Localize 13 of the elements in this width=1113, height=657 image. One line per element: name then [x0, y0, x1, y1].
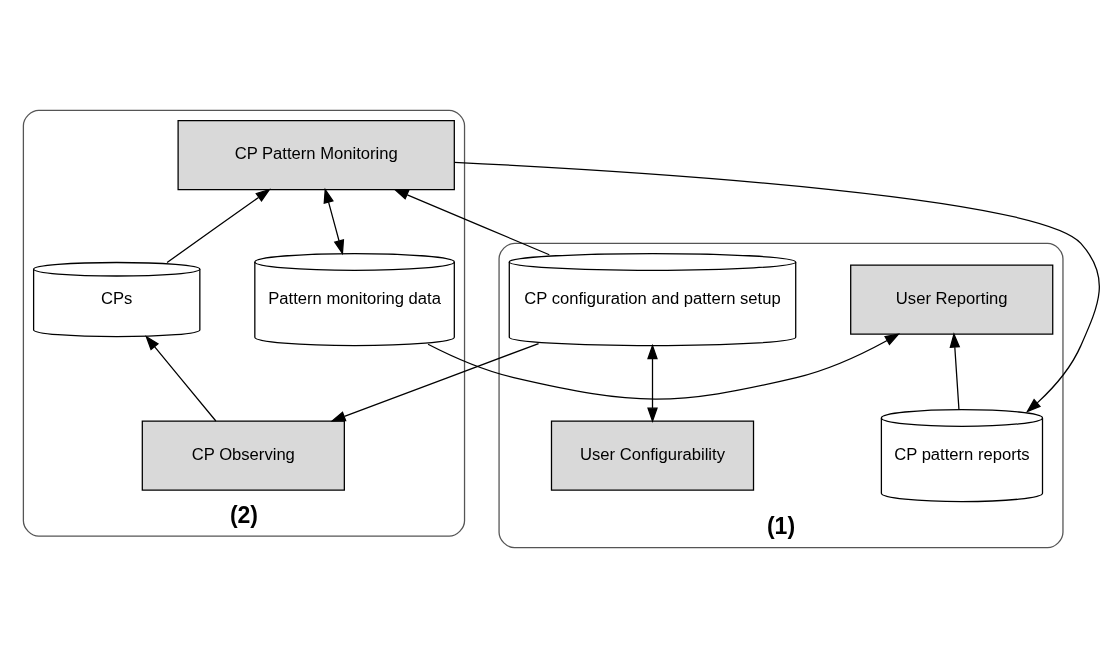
arrow — [166, 188, 271, 263]
arrow — [427, 332, 901, 400]
arrow — [330, 342, 540, 422]
arrow — [323, 187, 345, 255]
arrow — [647, 343, 658, 423]
arrow — [949, 331, 961, 410]
node-box: User Reporting — [850, 263, 1054, 335]
node-box: CP Observing — [141, 419, 345, 491]
node-box: CP Pattern Monitoring — [177, 119, 455, 190]
arrow — [453, 161, 1100, 413]
node-box: User Configurability — [550, 419, 755, 491]
arrow — [393, 188, 550, 255]
arrow — [145, 334, 217, 422]
